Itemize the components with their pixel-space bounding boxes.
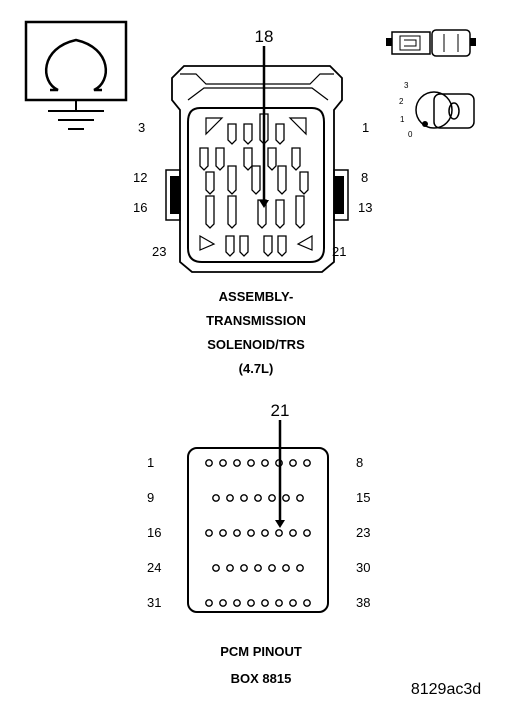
- pcm-pin-10: [226, 494, 234, 502]
- pcm-pin-16: [205, 529, 213, 537]
- pcm-pin-22: [289, 529, 297, 537]
- pcm-pin-15: [296, 494, 304, 502]
- pcm-row-label-left-2: 9: [147, 490, 154, 505]
- connector-callout-pin: 18: [255, 27, 274, 46]
- pcm-pin-34: [247, 599, 255, 607]
- pcm-pin-3: [233, 459, 241, 467]
- key-position-0: 0: [408, 130, 413, 139]
- pcm-pin-35: [261, 599, 269, 607]
- pin-label-8: 8: [361, 170, 368, 185]
- pcm-pin-37: [289, 599, 297, 607]
- pcm-pin-20: [261, 529, 269, 537]
- connector-title-line-2: TRANSMISSION: [206, 313, 306, 328]
- solenoid-connector: [165, 46, 349, 273]
- pcm-pin-2: [219, 459, 227, 467]
- pcm-pin-28: [268, 564, 276, 572]
- connector-title-line-4: (4.7L): [239, 361, 274, 376]
- pcm-pin-21: [275, 529, 283, 537]
- pin-label-12: 12: [133, 170, 147, 185]
- pin-label-13: 13: [358, 200, 372, 215]
- pin-label-21: 21: [332, 244, 346, 259]
- pcm-pin-18: [233, 529, 241, 537]
- pcm-row-label-right-5: 38: [356, 595, 370, 610]
- ohmmeter-symbol-icon: [24, 20, 128, 130]
- pcm-pin-31: [205, 599, 213, 607]
- pcm-row-label-left-1: 1: [147, 455, 154, 470]
- pcm-pin-17: [219, 529, 227, 537]
- pcm-title-line-2: BOX 8815: [231, 671, 292, 686]
- pin-label-1: 1: [362, 120, 369, 135]
- pcm-row-label-right-1: 8: [356, 455, 363, 470]
- pcm-title-line-1: PCM PINOUT: [220, 644, 302, 659]
- pcm-pin-33: [233, 599, 241, 607]
- pin-label-23: 23: [152, 244, 166, 259]
- connector-plug-icon: [386, 29, 476, 57]
- pcm-pin-24: [212, 564, 220, 572]
- connector-title-line-3: SOLENOID/TRS: [207, 337, 305, 352]
- pcm-pin-11: [240, 494, 248, 502]
- pcm-pin-7: [289, 459, 297, 467]
- pcm-row-label-left-5: 31: [147, 595, 161, 610]
- pcm-pin-25: [226, 564, 234, 572]
- pcm-pin-27: [254, 564, 262, 572]
- pcm-pin-13: [268, 494, 276, 502]
- pcm-pin-19: [247, 529, 255, 537]
- pcm-row-label-right-2: 15: [356, 490, 370, 505]
- pcm-pin-29: [282, 564, 290, 572]
- pcm-row-label-right-3: 23: [356, 525, 370, 540]
- pin-label-16: 16: [133, 200, 147, 215]
- pcm-pin-23: [303, 529, 311, 537]
- pcm-pinout-box: [187, 420, 329, 613]
- pcm-pin-1: [205, 459, 213, 467]
- pcm-pin-12: [254, 494, 262, 502]
- pcm-pin-grid: [205, 459, 311, 607]
- pcm-row-label-left-4: 24: [147, 560, 161, 575]
- pcm-pin-4: [247, 459, 255, 467]
- pcm-pin-32: [219, 599, 227, 607]
- pcm-pin-30: [296, 564, 304, 572]
- figure-reference: 8129ac3d: [411, 681, 481, 698]
- pcm-pin-14: [282, 494, 290, 502]
- key-position-2: 2: [399, 97, 404, 106]
- pin-label-3: 3: [138, 120, 145, 135]
- ignition-key-icon: 3 2 1 0: [399, 81, 475, 139]
- pcm-row-label-left-3: 16: [147, 525, 161, 540]
- pcm-pin-26: [240, 564, 248, 572]
- key-position-1: 1: [400, 115, 405, 124]
- pcm-pin-8: [303, 459, 311, 467]
- pcm-pin-5: [261, 459, 269, 467]
- pcm-pin-38: [303, 599, 311, 607]
- key-position-3: 3: [404, 81, 409, 90]
- pcm-callout-pin: 21: [271, 401, 290, 420]
- connector-title-line-1: ASSEMBLY-: [219, 289, 294, 304]
- pcm-row-label-right-4: 30: [356, 560, 370, 575]
- pcm-pin-9: [212, 494, 220, 502]
- pcm-pin-36: [275, 599, 283, 607]
